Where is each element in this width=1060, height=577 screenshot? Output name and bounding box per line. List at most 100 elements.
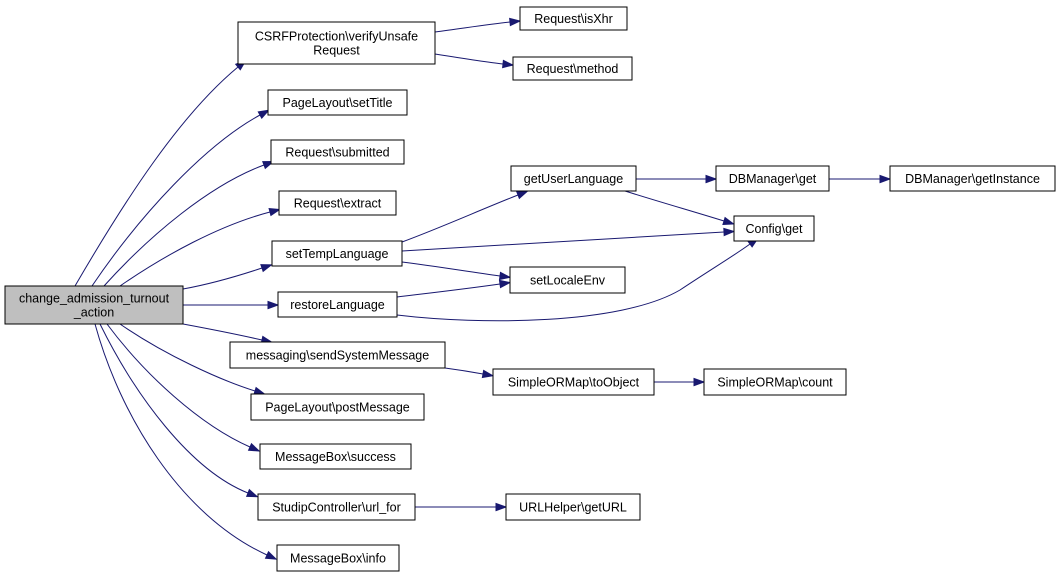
edge-restore-to-setlocale bbox=[396, 279, 512, 298]
node-box bbox=[267, 89, 408, 116]
node-setlocale[interactable]: setLocaleEnv bbox=[509, 266, 626, 294]
node-label: SimpleORMap\count bbox=[717, 376, 833, 390]
edge-line bbox=[182, 323, 263, 341]
node-method[interactable]: Request\method bbox=[512, 56, 633, 81]
node-box bbox=[4, 285, 184, 325]
node-box bbox=[278, 190, 397, 216]
node-settemp[interactable]: setTempLanguage bbox=[271, 240, 403, 267]
node-box bbox=[505, 493, 641, 521]
edge-arrowhead bbox=[515, 190, 529, 200]
edge-root-to-settitle bbox=[91, 109, 271, 287]
edge-line bbox=[624, 190, 725, 222]
node-box bbox=[229, 341, 446, 369]
node-geturl[interactable]: URLHelper\getURL bbox=[505, 493, 641, 521]
edge-arrowhead bbox=[693, 377, 706, 387]
edge-csrf-to-isxhr bbox=[434, 17, 522, 33]
edge-arrowhead bbox=[502, 59, 515, 69]
edge-arrowhead bbox=[705, 174, 718, 184]
node-count[interactable]: SimpleORMap\count bbox=[703, 368, 847, 396]
node-label: Request\extract bbox=[294, 197, 382, 211]
node-label: getUserLanguage bbox=[524, 172, 623, 186]
edge-arrowhead bbox=[498, 279, 512, 289]
edge-root-to-submitted bbox=[103, 161, 275, 287]
node-label: DBManager\getInstance bbox=[905, 172, 1040, 186]
node-label: Request\submitted bbox=[285, 146, 389, 160]
node-box bbox=[271, 240, 403, 267]
node-box bbox=[257, 493, 416, 521]
nodes-layer: change_admission_turnout_action CSRFProte… bbox=[4, 6, 1056, 572]
edges-layer bbox=[74, 17, 892, 560]
node-label: change_admission_turnout bbox=[19, 292, 170, 306]
node-label: MessageBox\success bbox=[275, 450, 396, 464]
node-box bbox=[237, 21, 436, 65]
node-label: messaging\sendSystemMessage bbox=[246, 349, 429, 363]
node-success[interactable]: MessageBox\success bbox=[259, 443, 412, 470]
edge-root-to-restore bbox=[183, 300, 280, 310]
node-submitted[interactable]: Request\submitted bbox=[270, 139, 405, 165]
node-toobject[interactable]: SimpleORMap\toObject bbox=[492, 368, 655, 396]
edge-arrowhead bbox=[260, 264, 273, 273]
edge-arrowhead bbox=[879, 174, 892, 184]
edge-line bbox=[401, 261, 501, 277]
edge-root-to-settemp bbox=[182, 264, 273, 290]
edge-settemp-to-getuserlang bbox=[401, 190, 529, 243]
edge-root-to-urlfor bbox=[99, 323, 259, 498]
node-box bbox=[276, 544, 400, 572]
edge-line bbox=[401, 194, 519, 243]
node-dbinst[interactable]: DBManager\getInstance bbox=[889, 165, 1056, 192]
edge-line bbox=[74, 66, 239, 287]
edge-arrowhead bbox=[495, 502, 508, 512]
node-box bbox=[889, 165, 1056, 192]
edge-arrowhead bbox=[253, 386, 266, 395]
node-box bbox=[492, 368, 655, 396]
edge-getuserlang-to-dbget bbox=[636, 174, 718, 184]
node-box bbox=[509, 266, 626, 294]
node-dbget[interactable]: DBManager\get bbox=[715, 165, 830, 192]
node-box bbox=[703, 368, 847, 396]
node-box bbox=[733, 215, 815, 242]
edge-line bbox=[434, 53, 504, 65]
edge-line bbox=[119, 211, 271, 287]
node-settitle[interactable]: PageLayout\setTitle bbox=[267, 89, 408, 116]
node-box bbox=[510, 165, 637, 192]
node-label: restoreLanguage bbox=[290, 298, 385, 312]
edge-root-to-sendsys bbox=[182, 323, 274, 345]
node-extract[interactable]: Request\extract bbox=[278, 190, 397, 216]
node-label: setTempLanguage bbox=[286, 247, 389, 261]
edge-urlfor-to-geturl bbox=[414, 502, 508, 512]
edge-line bbox=[182, 267, 263, 290]
node-urlfor[interactable]: StudipController\url_for bbox=[257, 493, 416, 521]
node-sendsys[interactable]: messaging\sendSystemMessage bbox=[229, 341, 446, 369]
node-box bbox=[270, 139, 405, 165]
node-label: Config\get bbox=[746, 222, 804, 236]
node-label: SimpleORMap\toObject bbox=[508, 376, 640, 390]
edge-getuserlang-to-configget bbox=[624, 190, 735, 225]
edge-line bbox=[401, 231, 725, 252]
edge-line bbox=[119, 323, 256, 392]
edge-sendsys-to-toobject bbox=[444, 367, 495, 379]
node-restore[interactable]: restoreLanguage bbox=[277, 291, 398, 318]
node-isxhr[interactable]: Request\isXhr bbox=[519, 6, 628, 31]
edge-root-to-extract bbox=[119, 207, 282, 287]
edge-arrowhead bbox=[247, 442, 261, 452]
edge-line bbox=[94, 323, 268, 556]
node-configget[interactable]: Config\get bbox=[733, 215, 815, 242]
edge-arrowhead bbox=[509, 17, 522, 27]
node-label: StudipController\url_for bbox=[272, 501, 401, 515]
edge-line bbox=[106, 323, 251, 448]
node-box bbox=[277, 291, 398, 318]
node-root[interactable]: change_admission_turnout_action bbox=[4, 285, 184, 325]
node-info[interactable]: MessageBox\info bbox=[276, 544, 400, 572]
node-label: Request\method bbox=[527, 62, 619, 76]
edge-settemp-to-configget bbox=[401, 227, 736, 252]
node-getuserlang[interactable]: getUserLanguage bbox=[510, 165, 637, 192]
node-label: Request\isXhr bbox=[534, 12, 613, 26]
node-postmsg[interactable]: PageLayout\postMessage bbox=[250, 393, 425, 421]
edge-line bbox=[444, 367, 484, 375]
edge-root-to-csrf bbox=[74, 59, 247, 287]
edge-arrowhead bbox=[257, 109, 271, 120]
node-label: DBManager\get bbox=[729, 172, 817, 186]
edge-arrowhead bbox=[722, 216, 735, 225]
